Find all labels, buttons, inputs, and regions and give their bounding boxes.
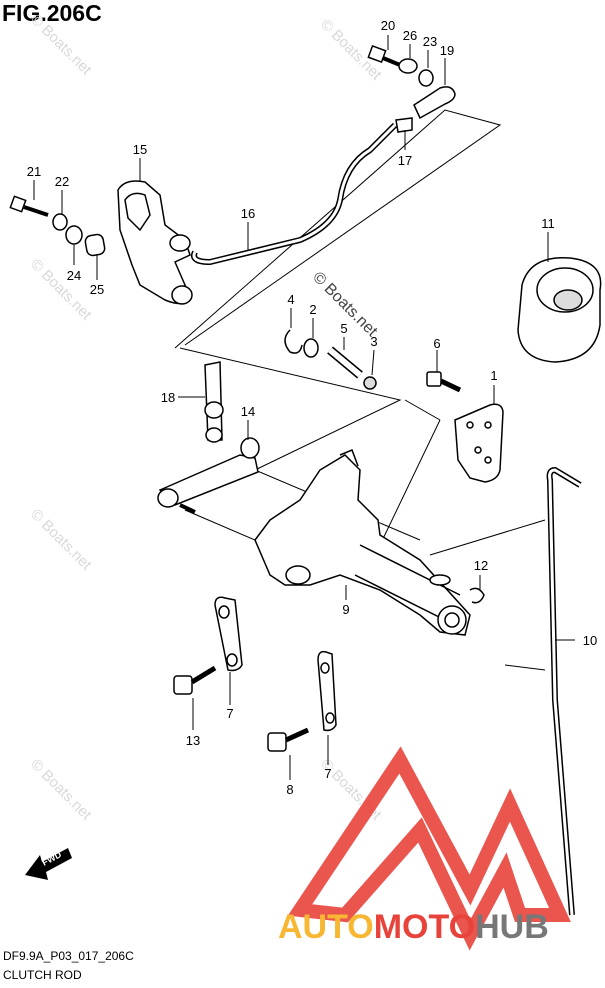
- callout-10: 10: [583, 633, 597, 648]
- leader-lines: [33, 35, 575, 780]
- link-plates: [173, 596, 337, 752]
- watermark: © Boats.net: [27, 11, 95, 79]
- lever-14: [157, 437, 260, 514]
- clip-12: [469, 587, 485, 604]
- brand-logo: AUTOMOTOHUB: [278, 746, 571, 951]
- plate-and-bolt: [426, 371, 504, 483]
- callout-23: 23: [423, 34, 437, 49]
- callout-6: 6: [433, 336, 440, 351]
- figure-title: FIG.206C: [2, 0, 102, 26]
- callout-18: 18: [161, 390, 175, 405]
- callout-22: 22: [55, 174, 69, 189]
- watermark: © Boats.net: [27, 506, 95, 574]
- shift-lever-15: [117, 180, 193, 305]
- figure-code: DF9.9A_P03_017_206C: [3, 949, 134, 963]
- callout-7a: 7: [226, 706, 233, 721]
- callout-12: 12: [474, 558, 488, 573]
- rubber-boot-11: [517, 256, 602, 363]
- clutch-rod-10: [546, 466, 582, 916]
- callout-16: 16: [241, 206, 255, 221]
- callout-17: 17: [398, 153, 412, 168]
- detent-parts: [284, 329, 377, 390]
- callout-21: 21: [27, 164, 41, 179]
- lever-fasteners: [9, 195, 106, 257]
- fwd-arrow: FWD: [25, 848, 72, 880]
- watermark: © Boats.net: [27, 256, 95, 324]
- brand-wordmark: AUTOMOTOHUB: [278, 908, 549, 946]
- callout-4: 4: [287, 292, 294, 307]
- callout-5: 5: [340, 321, 347, 336]
- watermark: © Boats.net: [27, 756, 95, 824]
- callout-1: 1: [490, 368, 497, 383]
- callout-19: 19: [440, 43, 454, 58]
- callouts: 20 26 23 19 17 15 21 22 16 11 24 25 4 2 …: [27, 18, 597, 797]
- callout-8: 8: [286, 782, 293, 797]
- callout-20: 20: [381, 18, 395, 33]
- callout-3: 3: [370, 334, 377, 349]
- bracket-18: [204, 361, 224, 443]
- guide-lines: [174, 109, 546, 671]
- callout-14: 14: [241, 404, 255, 419]
- callout-26: 26: [403, 28, 417, 43]
- callout-2: 2: [309, 302, 316, 317]
- callout-25: 25: [90, 282, 104, 297]
- clutch-shaft-9: [254, 449, 471, 636]
- callout-24: 24: [67, 268, 81, 283]
- callout-15: 15: [133, 142, 147, 157]
- callout-7b: 7: [324, 766, 331, 781]
- callout-9: 9: [342, 602, 349, 617]
- callout-11: 11: [541, 216, 555, 231]
- figure-name: CLUTCH ROD: [3, 968, 82, 982]
- callout-13: 13: [186, 733, 200, 748]
- linkage-top: [367, 45, 456, 133]
